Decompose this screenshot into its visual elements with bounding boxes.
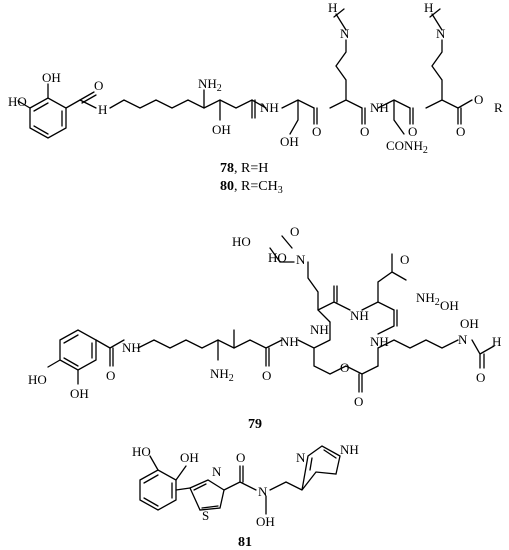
imidazole-nh-label: NH bbox=[340, 442, 359, 457]
carbonyl-oxygen-label: O bbox=[312, 124, 321, 139]
hydroxyl-label: OH bbox=[256, 514, 275, 529]
carbonyl-oxygen-label: O bbox=[360, 124, 369, 139]
structure-79: HO N HO O O NH2 NH NH NH OH HO OH O NH N… bbox=[28, 224, 501, 432]
hydroxyl-label: OH bbox=[460, 316, 479, 331]
amide-nitrogen-label: H bbox=[98, 102, 107, 117]
hydroxyl-label: HO bbox=[28, 372, 47, 387]
formyl-n-label: N bbox=[296, 252, 306, 267]
serine-hydroxyl-label: OH bbox=[280, 134, 299, 149]
carbonyl-oxygen-label: O bbox=[400, 252, 409, 267]
carboxamide-label: CONH2 bbox=[386, 138, 428, 156]
structure-78-80: HO OH O H NH2 OH NH OH O N H O NH CONH2 … bbox=[8, 0, 503, 196]
hydroxyl-label: OH bbox=[42, 70, 61, 85]
hydroxyl-label: OH bbox=[180, 450, 199, 465]
imidazole-n-label: N bbox=[296, 450, 306, 465]
amide-nh-label: NH bbox=[280, 334, 299, 349]
hydroxyl-label: HO bbox=[8, 94, 27, 109]
carbonyl-oxygen-label: O bbox=[476, 370, 485, 385]
formyl-h-label: H bbox=[328, 0, 337, 15]
hydroxyl-label: HO bbox=[232, 234, 251, 249]
amide-nh-label: NH bbox=[370, 100, 389, 115]
amide-nh-label: NH bbox=[310, 322, 329, 337]
amine-label: NH2 bbox=[210, 366, 234, 384]
thiazole-nitrogen-label: N bbox=[212, 464, 222, 479]
ester-oxygen-label: O bbox=[340, 360, 349, 375]
carbonyl-oxygen-label: O bbox=[262, 368, 271, 383]
hydroxyl-label: OH bbox=[440, 298, 459, 313]
formyl-h-label: H bbox=[492, 334, 501, 349]
amide-nh-label: NH bbox=[122, 340, 141, 355]
ester-oxygen-label: O bbox=[474, 92, 483, 107]
carbonyl-oxygen-label: O bbox=[354, 394, 363, 409]
amide-nh-label: NH bbox=[370, 334, 389, 349]
carbonyl-oxygen-label: O bbox=[106, 368, 115, 383]
hydroxyl-label: HO bbox=[132, 444, 151, 459]
carbonyl-oxygen-label: O bbox=[236, 450, 245, 465]
formyl-n-label: N bbox=[340, 26, 350, 41]
thiazole-sulfur-label: S bbox=[202, 508, 209, 523]
carbonyl-oxygen-label: O bbox=[94, 78, 103, 93]
compound-label-81: 81 bbox=[238, 535, 252, 550]
carbonyl-oxygen-label: O bbox=[290, 224, 299, 239]
hydroxyl-label: OH bbox=[70, 386, 89, 401]
hydroxyl-label: OH bbox=[212, 122, 231, 137]
amide-nh-label: NH bbox=[260, 100, 279, 115]
amide-nh-label: NH bbox=[350, 308, 369, 323]
compound-label-79: 79 bbox=[248, 417, 262, 432]
compound-label-80: 80, R=CH3 bbox=[220, 179, 283, 196]
amine-label: NH2 bbox=[198, 76, 222, 94]
hydroxyl-label: HO bbox=[268, 250, 287, 265]
carbonyl-oxygen-label: O bbox=[456, 124, 465, 139]
carbonyl-oxygen-label: O bbox=[408, 124, 417, 139]
compound-label-78: 78, R=H bbox=[220, 161, 268, 176]
formyl-n-label: N bbox=[436, 26, 446, 41]
r-group-label: R bbox=[494, 100, 503, 115]
formyl-n-label: N bbox=[458, 332, 468, 347]
hydroxamate-n-label: N bbox=[258, 484, 268, 499]
amide-label: NH2 bbox=[416, 290, 440, 308]
structure-81: HO OH S N O N OH NH N 81 bbox=[132, 442, 359, 550]
formyl-h-label: H bbox=[424, 0, 433, 15]
